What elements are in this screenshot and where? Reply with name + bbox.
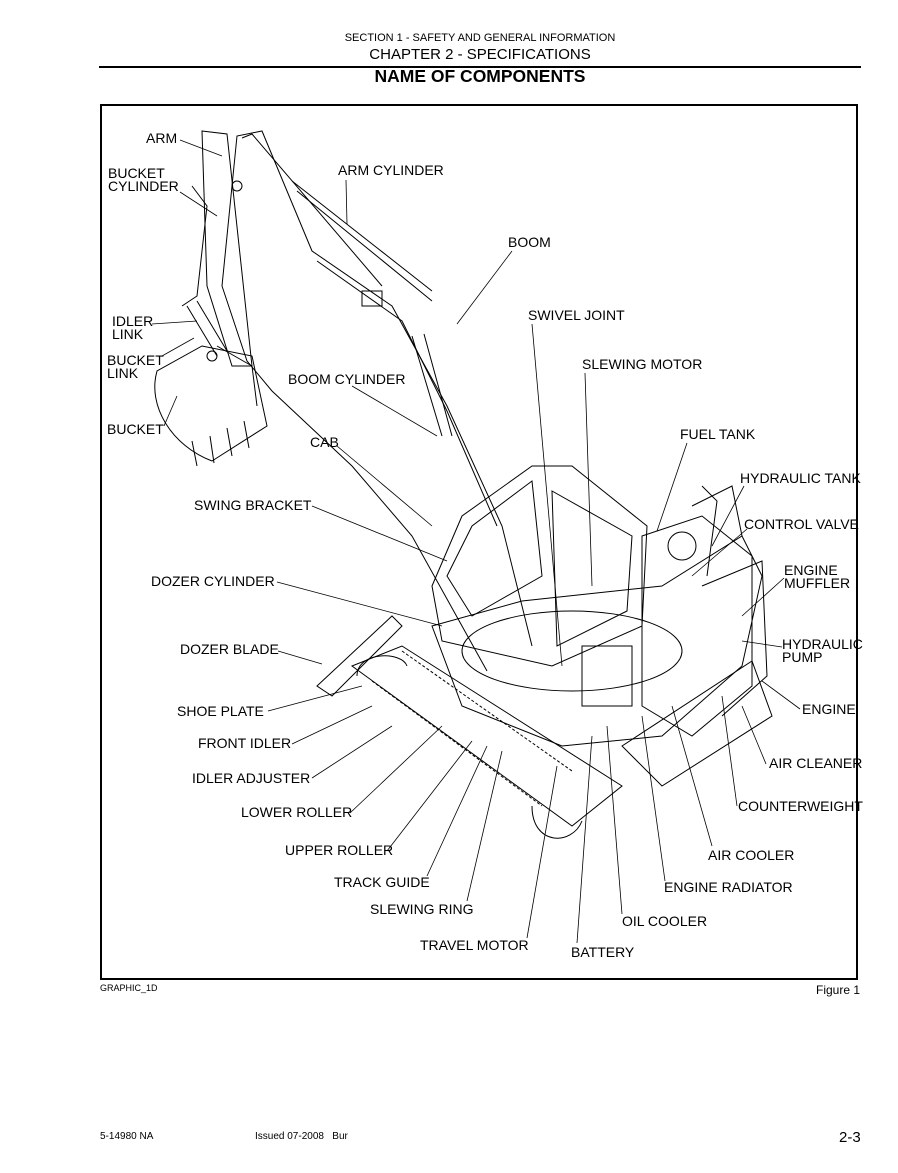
label-shoe-plate: SHOE PLATE (177, 703, 264, 719)
label-arm: ARM (146, 130, 178, 146)
footer-issued: Issued 07-2008 Bur (255, 1131, 348, 1142)
label-battery: BATTERY (571, 944, 635, 960)
components-figure: ARM BUCKET CYLINDER IDLER LINK BUCKET LI… (100, 104, 863, 980)
label-engine-muffler: ENGINE MUFFLER (784, 562, 851, 591)
header-rule (99, 66, 861, 68)
footer-doc-number: 5-14980 NA (100, 1131, 154, 1142)
label-engine: ENGINE (802, 701, 856, 717)
label-air-cooler: AIR COOLER (708, 847, 795, 863)
footer-issued-date: Issued 07-2008 (255, 1131, 324, 1142)
page-title: NAME OF COMPONENTS (374, 66, 586, 86)
label-boom: BOOM (508, 234, 551, 250)
label-cab: CAB (310, 434, 339, 450)
label-dozer-cylinder: DOZER CYLINDER (151, 573, 275, 589)
page-number: 2-3 (839, 1129, 861, 1146)
label-hydraulic-pump: HYDRAULIC PUMP (782, 636, 863, 665)
label-front-idler: FRONT IDLER (198, 735, 292, 751)
footer-author: Bur (332, 1131, 348, 1142)
label-swing-bracket: SWING BRACKET (194, 497, 312, 513)
label-bucket-cylinder: BUCKET CYLINDER (108, 165, 179, 194)
label-air-cleaner: AIR CLEANER (769, 755, 863, 771)
label-lower-roller: LOWER ROLLER (241, 804, 353, 820)
label-dozer-blade: DOZER BLADE (180, 641, 279, 657)
figure-caption: Figure 1 (816, 983, 861, 997)
label-arm-cylinder: ARM CYLINDER (338, 162, 444, 178)
label-hydraulic-tank: HYDRAULIC TANK (740, 470, 861, 486)
graphic-id: GRAPHIC_1D (100, 983, 158, 993)
label-slewing-motor: SLEWING MOTOR (582, 356, 703, 372)
section-heading: SECTION 1 - SAFETY AND GENERAL INFORMATI… (344, 32, 616, 44)
label-idler-link: IDLER LINK (112, 313, 154, 342)
chapter-heading: CHAPTER 2 - SPECIFICATIONS (369, 46, 591, 63)
label-oil-cooler: OIL COOLER (622, 913, 708, 929)
label-travel-motor: TRAVEL MOTOR (420, 937, 529, 953)
label-upper-roller: UPPER ROLLER (285, 842, 394, 858)
label-slewing-ring: SLEWING RING (370, 901, 474, 917)
label-bucket: BUCKET (107, 421, 164, 437)
label-control-valve: CONTROL VALVE (744, 516, 859, 532)
label-bucket-link: BUCKET LINK (107, 352, 164, 381)
label-engine-radiator: ENGINE RADIATOR (664, 879, 793, 895)
excavator-illustration (151, 130, 801, 944)
label-swivel-joint: SWIVEL JOINT (528, 307, 625, 323)
label-fuel-tank: FUEL TANK (680, 426, 756, 442)
label-boom-cylinder: BOOM CYLINDER (288, 371, 406, 387)
label-counterweight: COUNTERWEIGHT (738, 798, 863, 814)
label-track-guide: TRACK GUIDE (334, 874, 430, 890)
label-idler-adjuster: IDLER ADJUSTER (192, 770, 311, 786)
